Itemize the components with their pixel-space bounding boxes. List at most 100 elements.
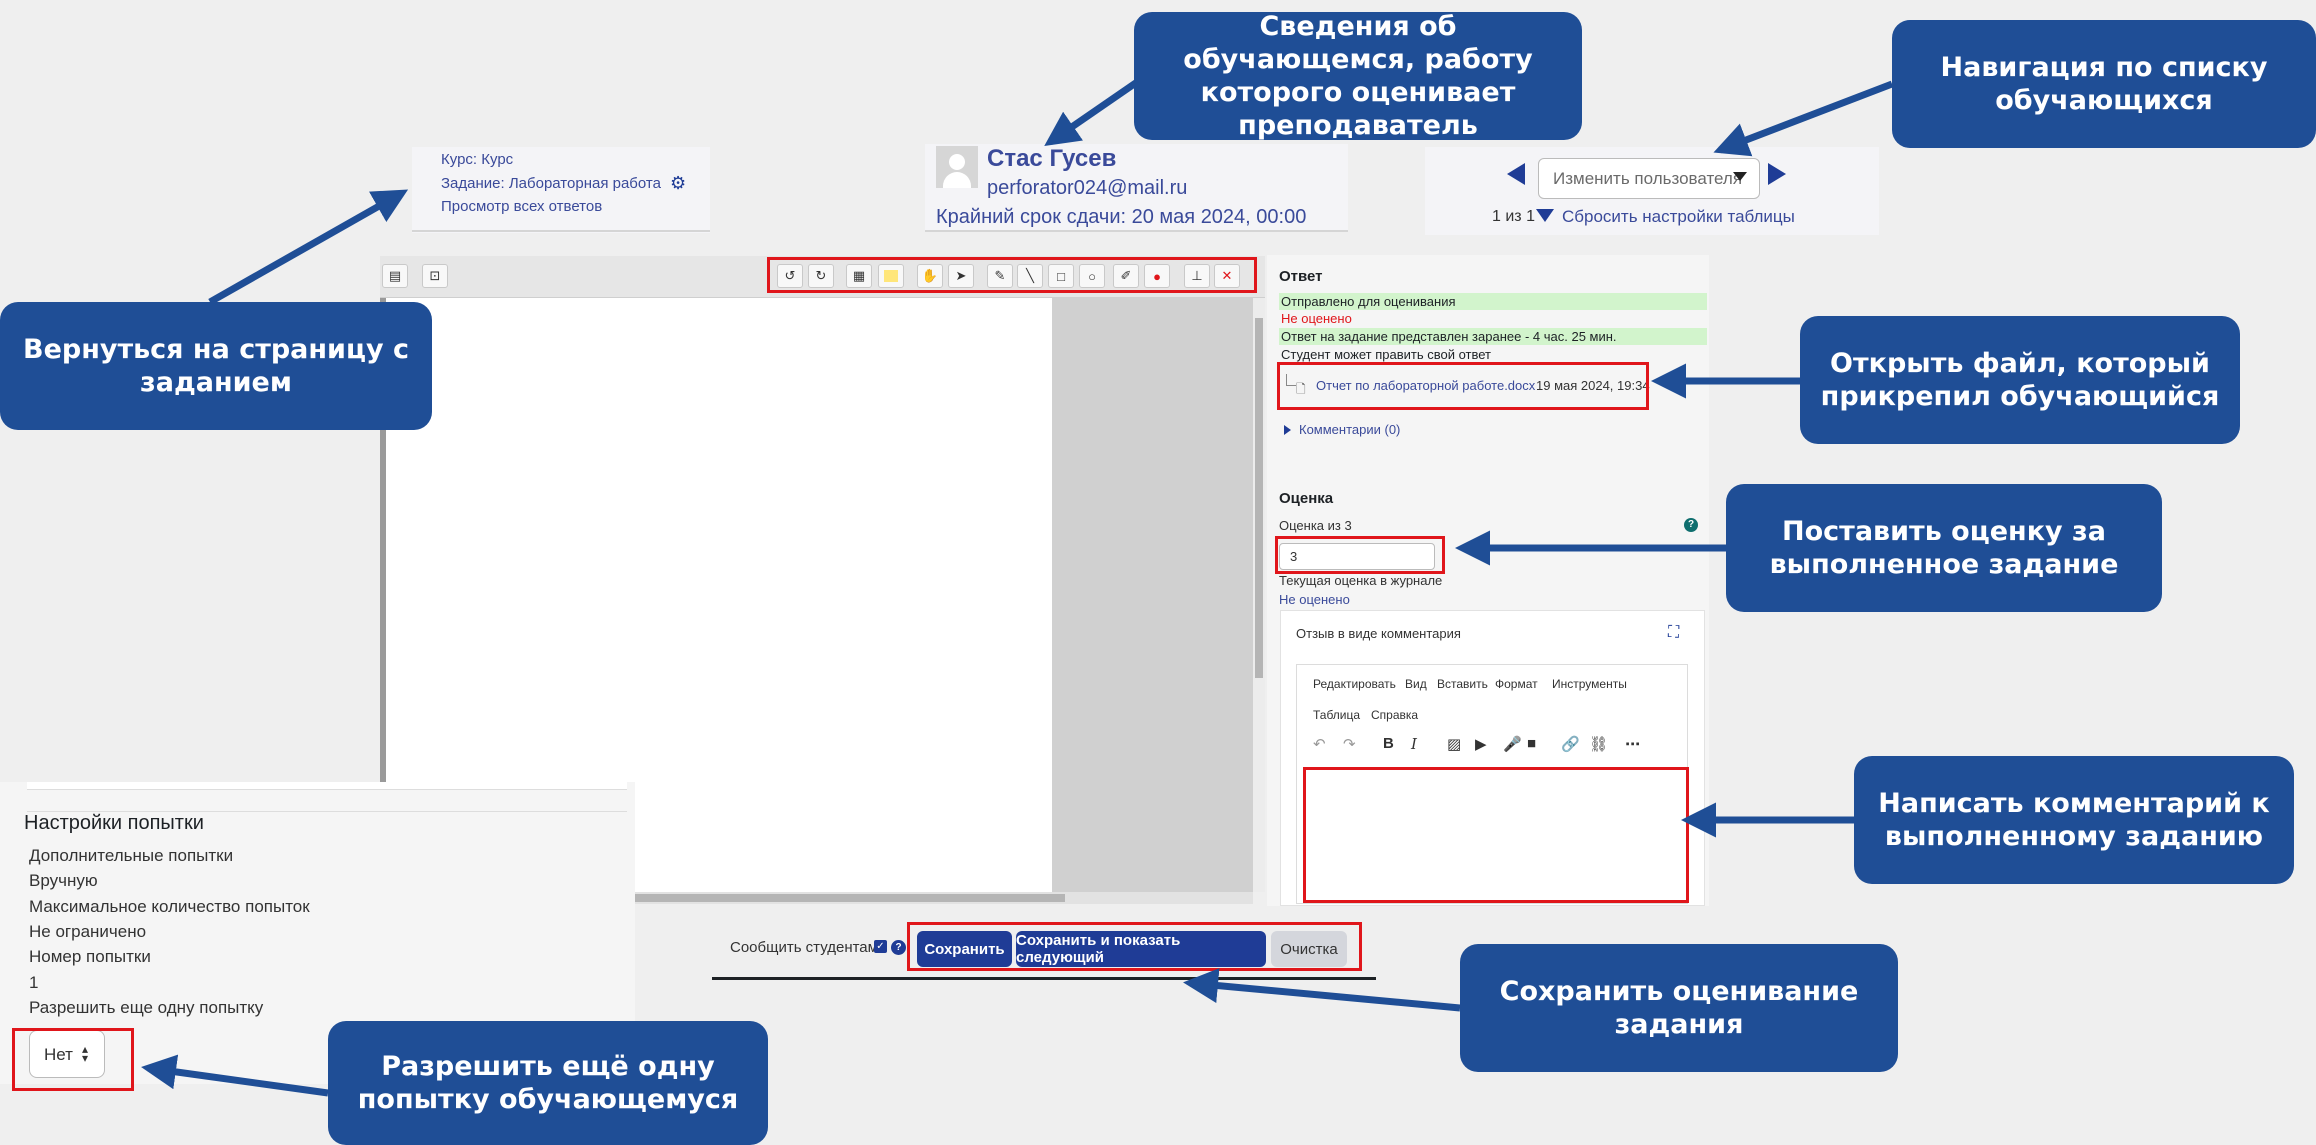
menu-tools[interactable]: Инструменты — [1552, 677, 1627, 691]
pdf-gray-area — [1052, 298, 1253, 892]
notify-help-icon[interactable]: ? — [891, 940, 906, 955]
media-icon[interactable]: ▶ — [1475, 736, 1487, 753]
callout-navigation: Навигация по списку обучающихся — [1892, 20, 2316, 148]
callout-allow-attempt: Разрешить ещё одну попытку обучающемуся — [328, 1021, 768, 1145]
microphone-icon[interactable]: 🎤 — [1503, 736, 1522, 753]
callout-back: Вернуться на страницу с заданием — [0, 302, 432, 430]
stamp-icon[interactable]: ⊥ — [1184, 264, 1210, 288]
image-icon[interactable]: ▨ — [1447, 736, 1462, 753]
fullscreen-icon[interactable]: ⛶ — [1668, 624, 1680, 641]
undo-icon[interactable]: ↶ — [1313, 736, 1326, 753]
reset-table-link[interactable]: Сбросить настройки таблицы — [1562, 207, 1795, 226]
user-select-placeholder: Изменить пользователя — [1553, 169, 1743, 188]
allow-attempt-value: Нет — [44, 1045, 73, 1064]
save-and-next-button[interactable]: Сохранить и показать следующий — [1016, 931, 1266, 967]
previous-user-icon[interactable] — [1507, 163, 1525, 185]
menu-view[interactable]: Вид — [1405, 677, 1427, 691]
allow-attempt-select[interactable]: Нет ▴▾ — [29, 1030, 105, 1078]
view-all-link[interactable]: Просмотр всех ответов — [441, 198, 603, 215]
annotation-toolbar-highlight — [767, 257, 1257, 293]
save-button[interactable]: Сохранить — [917, 931, 1012, 967]
avatar-body — [943, 172, 971, 188]
editor-toolbar: ↶ ↷ B I ▨ ▶ 🎤 ■ 🔗 ⛓ ⋯ — [1297, 735, 1687, 765]
gear-icon[interactable]: ⚙ — [670, 173, 687, 193]
menu-help[interactable]: Справка — [1371, 708, 1419, 722]
expand-comments-icon[interactable]: ⊡ — [422, 264, 448, 288]
pagination-text: 1 из 1 — [1492, 208, 1535, 225]
feedback-textarea[interactable] — [1304, 767, 1689, 903]
student-divider — [925, 230, 1348, 232]
bold-icon[interactable]: B — [1383, 735, 1394, 752]
grade-highlight — [1275, 536, 1445, 574]
pdf-vertical-thumb[interactable] — [1255, 318, 1263, 678]
assignment-link[interactable]: Задание: Лабораторная работа — [441, 175, 661, 192]
editor-frame: Редактировать Вид Вставить Формат Инстру… — [1296, 664, 1688, 904]
status-early: Ответ на задание представлен заранее - 4… — [1279, 328, 1707, 345]
response-heading: Ответ — [1279, 268, 1323, 285]
comment-color-swatch — [884, 270, 898, 282]
more-icon[interactable]: ⋯ — [1625, 736, 1640, 753]
callout-comment: Написать комментарий к выполненному зада… — [1854, 756, 2294, 884]
callout-grade: Поставить оценку за выполненное задание — [1726, 484, 2162, 612]
attempt-row-max: Максимальное количество попыток — [29, 897, 310, 916]
arrow-student-info — [1044, 77, 1142, 146]
pdf-horizontal-thumb[interactable] — [635, 894, 1065, 902]
status-not-graded: Не оценено — [1281, 311, 1352, 326]
comment-color-icon[interactable] — [878, 264, 904, 288]
student-email[interactable]: perforator024@mail.ru — [987, 177, 1188, 199]
unlink-icon[interactable]: ⛓ — [1589, 736, 1609, 753]
callout-student-info: Сведения об обучающемся, работу которого… — [1134, 11, 1582, 141]
pdf-left-scroll — [380, 298, 386, 793]
pdf-horizontal-scrollbar[interactable] — [635, 892, 1253, 904]
grade-input[interactable]: 3 — [1279, 543, 1435, 570]
footer-underline — [712, 977, 1376, 980]
menu-insert[interactable]: Вставить — [1437, 677, 1488, 691]
line-icon[interactable]: ╲ — [1017, 264, 1043, 288]
student-name[interactable]: Стас Гусев — [987, 145, 1117, 172]
navigate-pages-icon[interactable]: ▤ — [382, 264, 408, 288]
menu-table[interactable]: Таблица — [1313, 708, 1361, 722]
rectangle-icon[interactable]: □ — [1048, 264, 1074, 288]
comments-toggle-icon[interactable] — [1284, 425, 1291, 435]
student-info-panel — [925, 144, 1348, 232]
attempt-row-additional: Дополнительные попытки — [29, 846, 234, 865]
callout-save: Сохранить оценивание задания — [1460, 944, 1898, 1072]
rotate-right-icon[interactable]: ↻ — [808, 264, 834, 288]
highlight-icon[interactable]: ✐ — [1113, 264, 1139, 288]
redo-icon[interactable]: ↷ — [1343, 736, 1356, 753]
file-tree-line — [1286, 374, 1296, 386]
delete-icon[interactable]: ✕ — [1214, 264, 1240, 288]
select-icon[interactable]: ➤ — [948, 264, 974, 288]
next-user-icon[interactable] — [1768, 163, 1786, 185]
pen-icon[interactable]: ✎ — [987, 264, 1013, 288]
callout-open-file: Открыть файл, который прикрепил обучающи… — [1800, 316, 2240, 444]
hand-icon[interactable]: ✋ — [917, 264, 943, 288]
comments-link[interactable]: Комментарии (0) — [1299, 422, 1401, 437]
course-link[interactable]: Курс: Курс — [441, 151, 514, 168]
oval-icon[interactable]: ○ — [1079, 264, 1105, 288]
file-highlight — [1277, 362, 1649, 410]
attempt-row-manual: Вручную — [29, 871, 98, 890]
avatar-head — [949, 154, 965, 170]
italic-icon[interactable]: I — [1411, 735, 1417, 753]
reset-button[interactable]: Очистка — [1271, 931, 1347, 967]
link-icon[interactable]: 🔗 — [1561, 736, 1580, 753]
menu-edit[interactable]: Редактировать — [1313, 677, 1396, 691]
user-select[interactable]: Изменить пользователя — [1538, 158, 1760, 199]
help-icon[interactable]: ? — [1684, 518, 1698, 532]
menu-format[interactable]: Формат — [1495, 677, 1538, 691]
annotation-color-icon[interactable]: ● — [1144, 264, 1170, 288]
notify-checkbox[interactable]: ✓ — [874, 940, 887, 953]
save-buttons-highlight — [907, 922, 1362, 971]
course-nav-panel — [412, 147, 710, 233]
submission-file-link[interactable]: Отчет по лабораторной работе.docx — [1316, 378, 1536, 393]
grade-label: Оценка из 3 — [1279, 518, 1352, 533]
notify-label: Сообщить студентам — [730, 939, 878, 956]
arrow-navigation — [1713, 80, 1894, 157]
filter-icon[interactable] — [1536, 209, 1554, 222]
video-icon[interactable]: ■ — [1527, 735, 1537, 752]
rotate-left-icon[interactable]: ↺ — [777, 264, 803, 288]
comment-icon[interactable]: ▦ — [846, 264, 872, 288]
pdf-vertical-scrollbar[interactable] — [1253, 298, 1265, 892]
